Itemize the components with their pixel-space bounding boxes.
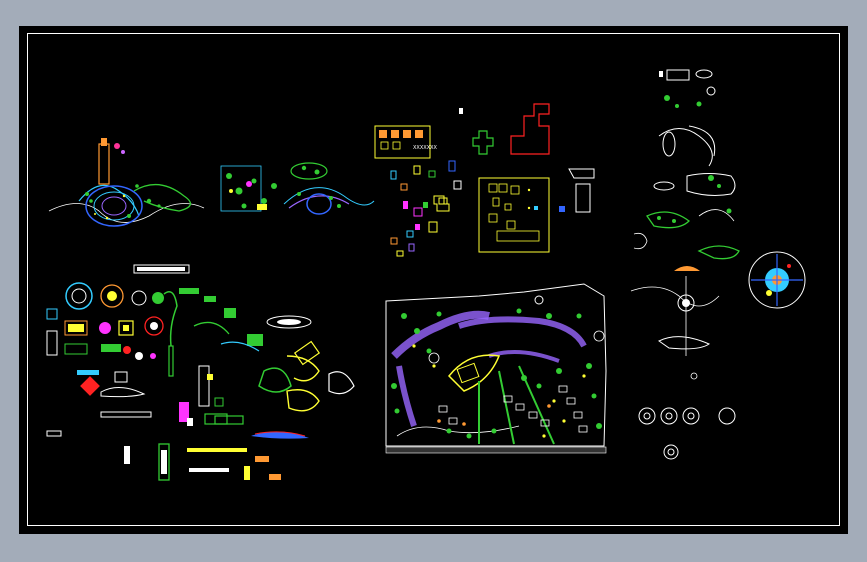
cad-drawing-canvas[interactable]: XXXXXXX [19,26,848,534]
cad-model-space[interactable]: XXXXXXX [19,26,848,534]
sheet-border [27,33,840,526]
landscape-node-drawings[interactable] [220,162,375,215]
building-unit-plans[interactable]: XXXXXXX [374,103,550,257]
paving-and-furniture-details[interactable] [46,264,355,481]
site-master-plan[interactable] [385,283,607,454]
plaza-detail-sheets[interactable] [630,69,806,460]
plan-legend-text: XXXXXXX [413,145,438,151]
unit-cluster-detail[interactable] [478,168,595,253]
entrance-plaza-drawing[interactable] [48,138,205,227]
